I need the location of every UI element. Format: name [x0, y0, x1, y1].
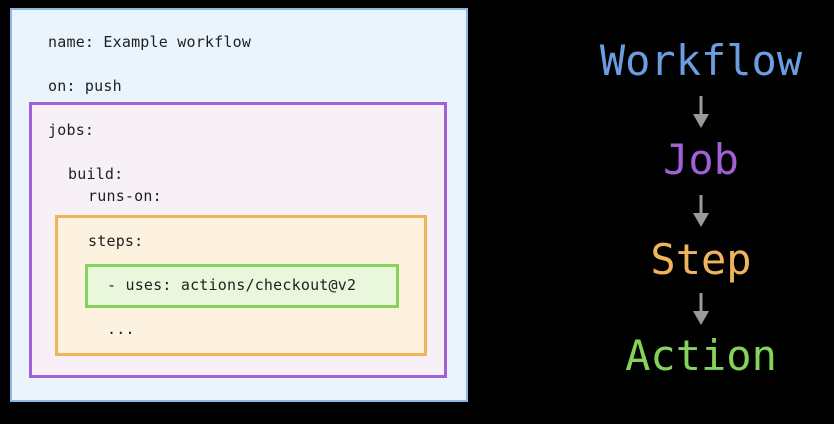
ellipsis-line: ... — [107, 320, 135, 338]
runs-on-line: runs-on: — [88, 187, 162, 205]
build-line: build: — [68, 165, 124, 183]
hierarchy-label-action: Action — [625, 331, 777, 380]
down-arrow-icon — [693, 293, 709, 325]
steps-line: steps: — [88, 232, 144, 250]
arrow-head — [693, 114, 709, 128]
jobs-line: jobs: — [48, 121, 95, 139]
workflow-name-line: name: Example workflow — [48, 33, 252, 51]
workflow-on-line: on: push — [48, 77, 122, 95]
hierarchy-label-workflow: Workflow — [599, 36, 803, 85]
arrow-head — [693, 311, 709, 325]
arrow-head — [693, 213, 709, 227]
down-arrow-icon — [693, 96, 709, 128]
action-box — [85, 264, 399, 308]
hierarchy-label-job: Job — [663, 135, 739, 184]
uses-line: - uses: actions/checkout@v2 — [107, 276, 357, 294]
down-arrow-icon — [693, 195, 709, 227]
hierarchy-label-step: Step — [650, 235, 752, 284]
